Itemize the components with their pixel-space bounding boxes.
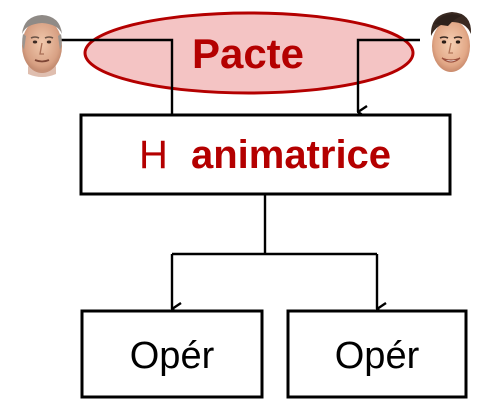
operator-label-2: Opér [335, 335, 420, 377]
operator-box-2 [286, 309, 468, 399]
central-box-role: animatrice [191, 133, 391, 177]
operator-box-1 [80, 309, 264, 399]
pact-ellipse [83, 11, 415, 95]
connector-left-person [52, 38, 174, 114]
pact-label: Pacte [192, 30, 304, 77]
person-right-icon [430, 12, 472, 72]
operator-label-1: Opér [130, 335, 215, 377]
central-box [79, 113, 452, 196]
connector-right-person [356, 38, 420, 112]
central-box-label: H animatrice [139, 133, 391, 177]
central-box-prefix: H [139, 133, 168, 177]
person-left-icon [22, 15, 62, 77]
